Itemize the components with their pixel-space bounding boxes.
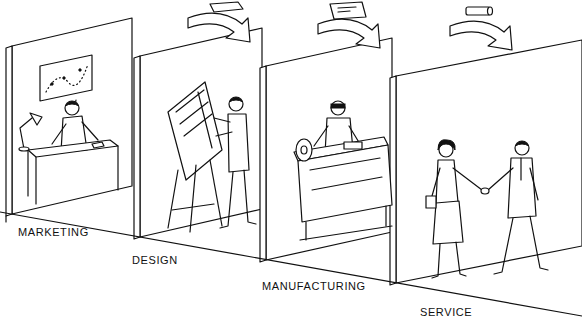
manufacturing-scene — [310, 158, 382, 190]
service-scene — [494, 218, 513, 274]
marketing-scene — [20, 118, 32, 149]
service-scene — [530, 216, 548, 270]
manufacturing-scene — [301, 146, 307, 154]
service-scene — [520, 158, 521, 180]
design-scene — [168, 170, 178, 228]
handover-item — [210, 2, 493, 19]
service-scene — [481, 188, 489, 194]
service-scene — [432, 168, 440, 196]
room-label: MANUFACTURING — [262, 280, 366, 293]
marketing-scene — [40, 55, 92, 101]
handover-item — [488, 7, 493, 15]
service-scene — [488, 168, 513, 190]
partition-wall — [134, 56, 140, 239]
design-scene — [229, 97, 243, 111]
design-scene — [229, 98, 243, 103]
partition-wall — [396, 40, 582, 283]
manufacturing-scene — [298, 145, 392, 222]
design-scene — [210, 160, 222, 226]
handover-item — [210, 2, 243, 12]
design-scene — [168, 82, 222, 180]
service-scene — [508, 158, 536, 218]
service-scene — [515, 141, 529, 155]
design-scene — [244, 170, 256, 224]
design-scene — [198, 92, 212, 148]
marketing-scene — [65, 101, 79, 115]
marketing-scene — [65, 102, 79, 107]
design-scene — [172, 204, 214, 210]
service-scene — [438, 140, 455, 150]
marketing-scene — [28, 140, 118, 157]
floor-line — [0, 212, 582, 316]
room-label: SERVICE — [420, 306, 472, 319]
manufacturing-scene — [331, 101, 345, 115]
manufacturing-scene — [300, 226, 392, 240]
handover-item — [338, 7, 356, 12]
service-scene — [453, 168, 482, 190]
handover-arrow — [318, 19, 380, 48]
floor-line — [0, 212, 582, 316]
marketing-scene — [63, 77, 65, 79]
floor-line — [5, 216, 6, 222]
marketing-scene — [117, 146, 118, 190]
marketing-scene — [82, 122, 98, 140]
marketing-scene — [92, 142, 104, 148]
handover-arrow — [450, 21, 512, 50]
handover-item — [466, 7, 490, 15]
marketing-scene — [46, 64, 88, 92]
service-scene — [436, 160, 458, 204]
room-label: MARKETING — [18, 226, 89, 239]
manufacturing-scene — [306, 206, 386, 240]
design-scene — [214, 118, 230, 122]
marketing-scene — [27, 150, 28, 196]
service-scene — [515, 142, 529, 147]
design-scene — [168, 82, 256, 232]
manufacturing-scene — [314, 126, 328, 146]
room-label: DESIGN — [132, 254, 178, 267]
handover-item — [330, 2, 366, 19]
marketing-scene — [51, 83, 53, 85]
marketing-scene — [52, 124, 66, 144]
design-scene — [228, 114, 249, 172]
marketing-scene — [19, 147, 29, 151]
manufacturing-scene — [344, 142, 362, 149]
partition-wall — [260, 66, 266, 262]
design-scene — [216, 132, 232, 136]
design-scene — [190, 165, 196, 232]
service-scene — [432, 244, 440, 278]
manufacturing-scene — [296, 139, 312, 161]
design-scene — [220, 172, 233, 228]
partition-wall — [12, 18, 132, 214]
manufacturing-scene — [331, 104, 345, 108]
partition-wall — [6, 18, 582, 285]
partition-wall — [140, 28, 262, 237]
service-scene — [426, 196, 436, 208]
partition-wall — [266, 38, 392, 260]
marketing-scene — [79, 69, 81, 71]
service-scene — [530, 168, 538, 200]
marketing-scene — [35, 157, 36, 204]
marketing-scene — [19, 55, 118, 204]
marketing-scene — [30, 113, 42, 125]
handover-arrow — [188, 13, 250, 42]
service-scene — [456, 242, 466, 276]
manufacturing-scene — [294, 101, 392, 240]
handover-arrow — [188, 13, 512, 50]
design-scene — [176, 90, 212, 136]
partition-wall — [6, 46, 12, 216]
service-scene — [433, 201, 463, 244]
service-scene — [426, 140, 548, 278]
